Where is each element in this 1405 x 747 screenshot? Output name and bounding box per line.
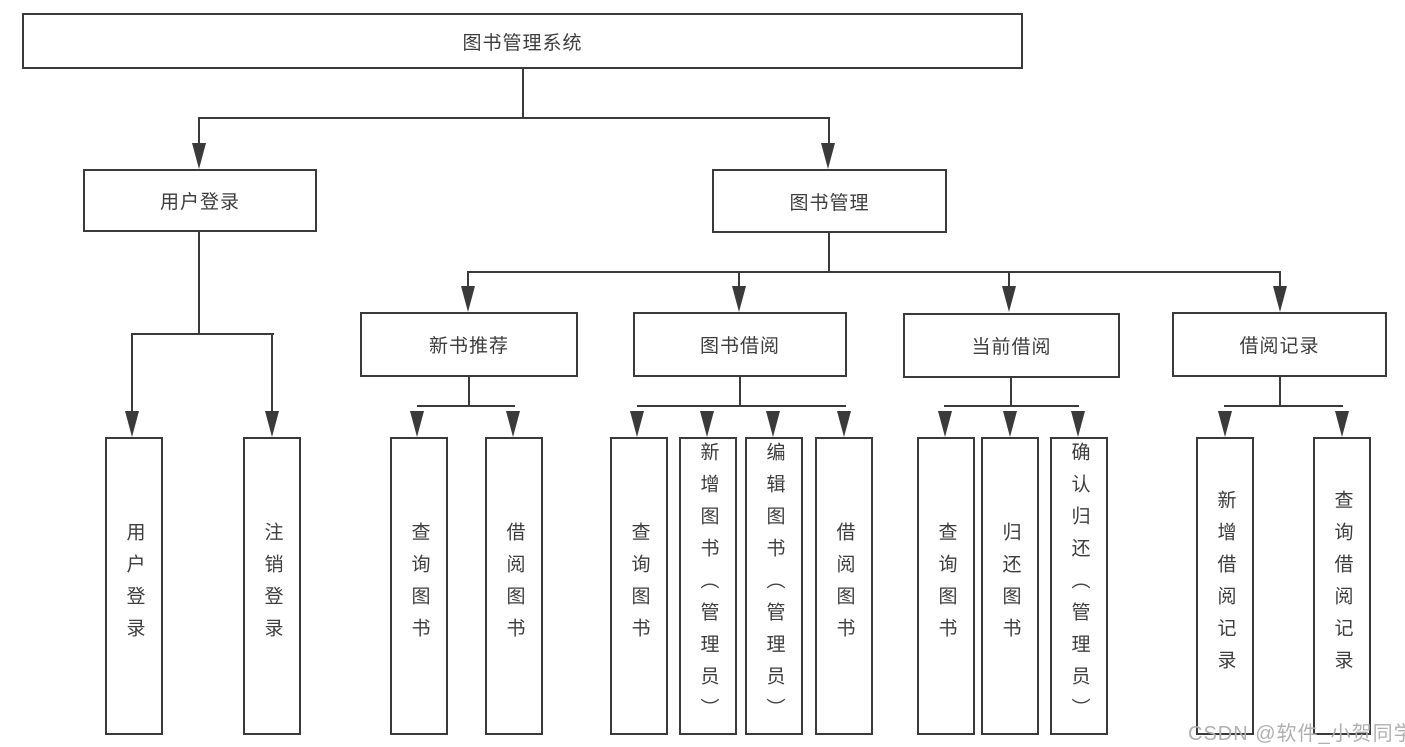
connector — [1279, 271, 1281, 289]
leaf-user-login-label: 用户登录 — [123, 522, 145, 650]
connector — [132, 333, 274, 335]
connector — [739, 377, 741, 407]
connector — [828, 233, 830, 273]
arrow-down-icon — [265, 411, 279, 437]
node-current-borrow: 当前借阅 — [903, 313, 1120, 378]
node-borrow-record: 借阅记录 — [1172, 312, 1387, 377]
connector — [522, 69, 524, 119]
node-book-management-label: 图书管理 — [789, 192, 870, 214]
arrow-down-icon — [461, 286, 475, 312]
leaf-logout: 注销登录 — [243, 437, 301, 735]
arrow-down-icon — [766, 411, 780, 437]
leaf-user-login: 用户登录 — [105, 437, 163, 735]
leaf-newbook-borrow-books-label: 借阅图书 — [503, 522, 525, 650]
leaf-newbook-query-books-label: 查询图书 — [408, 522, 430, 650]
node-current-borrow-label: 当前借阅 — [971, 337, 1052, 358]
leaf-borrow-books: 借阅图书 — [815, 437, 873, 735]
connector — [417, 405, 515, 407]
connector — [271, 333, 273, 415]
csdn-watermark: CSDN @软件_小贺同学 — [1188, 723, 1405, 745]
arrow-down-icon — [1218, 411, 1232, 437]
leaf-edit-books-admin-label: 编辑图书（管理员） — [763, 442, 785, 730]
leaf-newbook-query-books: 查询图书 — [390, 437, 448, 735]
leaf-query-borrow-record: 查询借阅记录 — [1313, 437, 1371, 735]
leaf-add-books-admin: 新增图书（管理员） — [679, 437, 737, 735]
leaf-newbook-borrow-books: 借阅图书 — [485, 437, 543, 735]
arrow-down-icon — [1002, 286, 1016, 312]
connector — [467, 271, 469, 289]
leaf-return-books: 归还图书 — [981, 437, 1039, 735]
node-new-book-recommend-label: 新书推荐 — [428, 336, 509, 357]
arrow-down-icon — [410, 411, 424, 437]
leaf-current-query-books-label: 查询图书 — [935, 522, 957, 650]
connector — [199, 117, 830, 119]
connector — [1224, 405, 1343, 407]
node-borrow-record-label: 借阅记录 — [1239, 336, 1320, 357]
node-new-book-recommend: 新书推荐 — [360, 312, 578, 377]
node-book-management: 图书管理 — [712, 169, 947, 233]
connector — [468, 377, 470, 407]
arrow-down-icon — [821, 143, 835, 169]
arrow-down-icon — [1003, 411, 1017, 437]
node-book-borrow-label: 图书借阅 — [699, 336, 780, 357]
connector — [1008, 271, 1010, 289]
leaf-borrow-books-label: 借阅图书 — [833, 522, 855, 650]
arrow-down-icon — [732, 286, 746, 312]
arrow-down-icon — [192, 143, 206, 169]
leaf-confirm-return-admin: 确认归还（管理员） — [1050, 437, 1108, 735]
connector — [198, 117, 200, 147]
connector — [1279, 377, 1281, 407]
leaf-confirm-return-admin-label: 确认归还（管理员） — [1068, 442, 1090, 730]
leaf-query-borrow-record-label: 查询借阅记录 — [1331, 490, 1353, 682]
leaf-borrow-query-books: 查询图书 — [610, 437, 668, 735]
leaf-return-books-label: 归还图书 — [999, 522, 1021, 650]
connector — [738, 271, 740, 289]
connector — [198, 232, 200, 335]
leaf-add-books-admin-label: 新增图书（管理员） — [697, 442, 719, 730]
connector — [637, 405, 846, 407]
connector — [1010, 378, 1012, 407]
arrow-down-icon — [1335, 411, 1349, 437]
node-book-borrow: 图书借阅 — [633, 312, 847, 377]
connector — [944, 405, 1079, 407]
node-user-login: 用户登录 — [83, 169, 317, 232]
leaf-borrow-query-books-label: 查询图书 — [628, 522, 650, 650]
leaf-add-borrow-record-label: 新增借阅记录 — [1214, 490, 1236, 682]
arrow-down-icon — [125, 411, 139, 437]
node-user-login-label: 用户登录 — [159, 192, 240, 213]
leaf-edit-books-admin: 编辑图书（管理员） — [745, 437, 803, 735]
arrow-down-icon — [1273, 286, 1287, 312]
leaf-current-query-books: 查询图书 — [917, 437, 975, 735]
connector — [828, 117, 830, 147]
arrow-down-icon — [630, 411, 644, 437]
arrow-down-icon — [506, 411, 520, 437]
leaf-logout-label: 注销登录 — [261, 522, 283, 650]
connector — [131, 333, 133, 415]
connector — [468, 271, 1281, 273]
arrow-down-icon — [837, 411, 851, 437]
arrow-down-icon — [938, 411, 952, 437]
node-library-system: 图书管理系统 — [22, 13, 1023, 69]
arrow-down-icon — [1071, 411, 1085, 437]
arrow-down-icon — [700, 411, 714, 437]
node-library-system-label: 图书管理系统 — [462, 32, 583, 54]
leaf-add-borrow-record: 新增借阅记录 — [1196, 437, 1254, 735]
